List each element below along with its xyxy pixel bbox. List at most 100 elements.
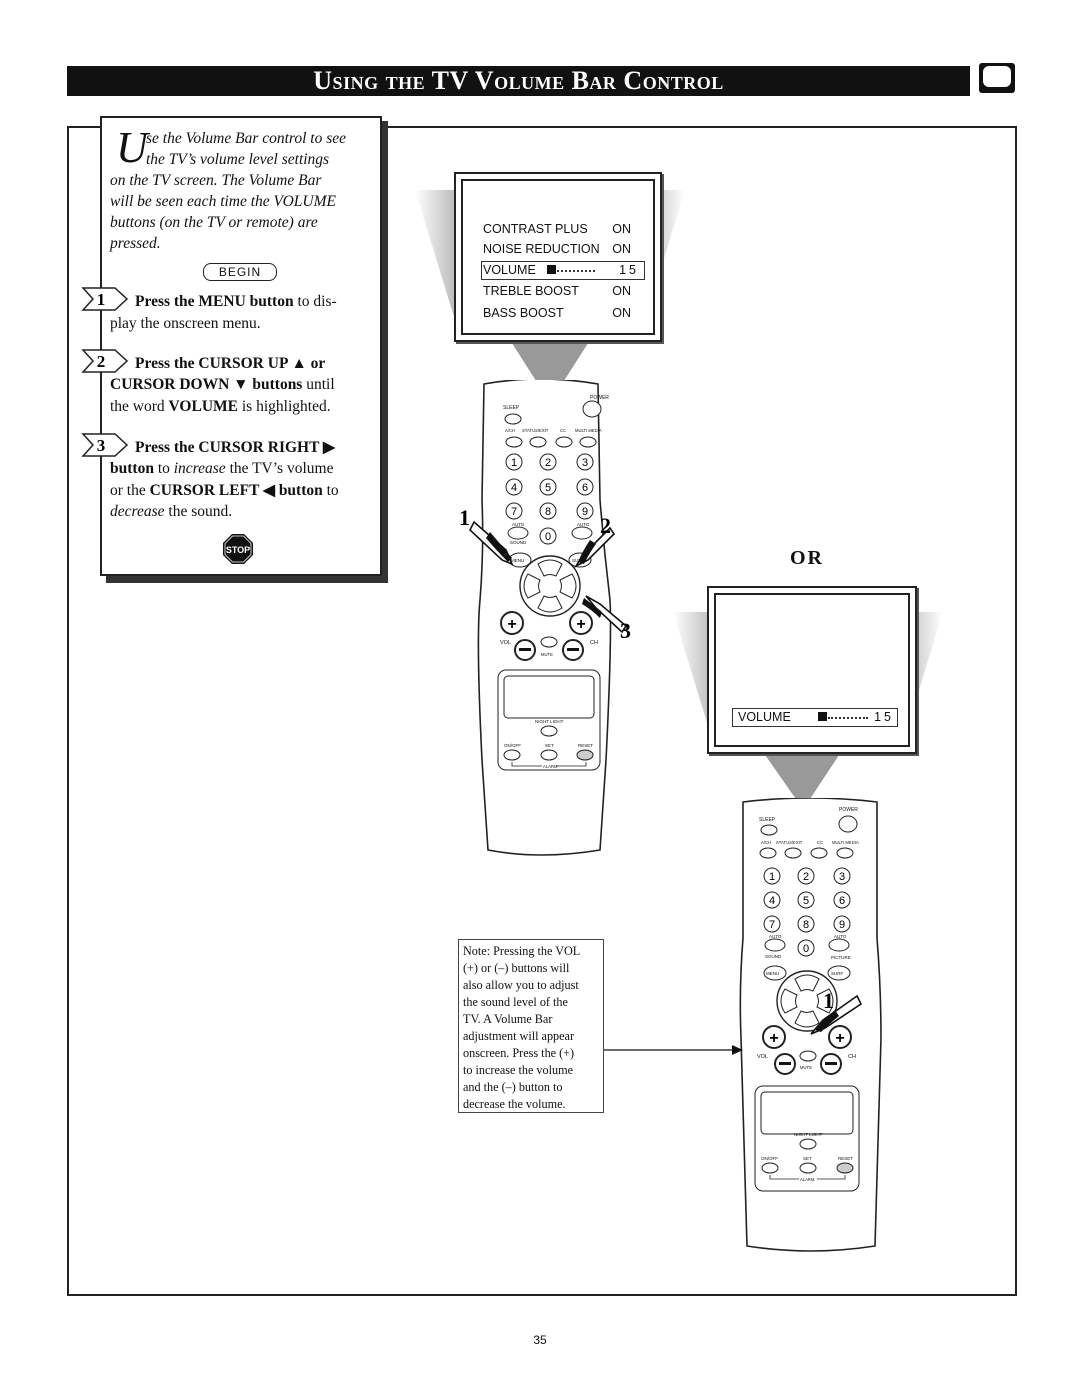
svg-text:VOL: VOL xyxy=(757,1054,768,1060)
svg-text:3: 3 xyxy=(582,457,588,469)
svg-text:MENU: MENU xyxy=(511,558,524,563)
ch-plus-button xyxy=(569,611,593,635)
svg-text:7: 7 xyxy=(511,506,517,518)
svg-text:9: 9 xyxy=(839,919,845,931)
svg-text:SURF: SURF xyxy=(572,558,585,563)
volume-bar-row: VOLUME 15 xyxy=(716,708,908,727)
svg-text:CC: CC xyxy=(817,840,823,845)
step-3-badge: 3 xyxy=(81,433,129,457)
step-3-line-3: or the CURSOR LEFT ◀ button to xyxy=(110,482,339,499)
svg-text:8: 8 xyxy=(545,506,551,518)
intro-line-3: on the TV screen. The Volume Bar xyxy=(110,172,322,189)
svg-text:9: 9 xyxy=(582,506,588,518)
note-line-9: and the (–) button to xyxy=(463,1080,563,1094)
instruction-box: U se the Volume Bar control to see the T… xyxy=(100,116,382,576)
svg-text:4: 4 xyxy=(511,482,517,494)
page-title: Using the TV Volume Bar Control xyxy=(313,66,724,95)
svg-text:SLEEP: SLEEP xyxy=(503,405,520,411)
begin-label: BEGIN xyxy=(203,263,277,281)
svg-text:2: 2 xyxy=(97,352,106,371)
step-3-line-1: Press the CURSOR RIGHT ▶ xyxy=(135,439,335,456)
note-line-3: also allow you to adjust xyxy=(463,978,579,992)
svg-text:STATUS/EXIT: STATUS/EXIT xyxy=(776,840,803,845)
intro-line-1: se the Volume Bar control to see xyxy=(146,130,347,147)
svg-text:RESET: RESET xyxy=(838,1156,853,1161)
svg-text:SET: SET xyxy=(803,1156,812,1161)
svg-text:AUTO: AUTO xyxy=(834,934,847,939)
power-button xyxy=(582,400,602,418)
svg-text:MULTI MEDIA: MULTI MEDIA xyxy=(832,840,859,845)
page-number: 35 xyxy=(533,1333,547,1347)
note-line-4: the sound level of the xyxy=(463,995,568,1009)
svg-text:2: 2 xyxy=(545,457,551,469)
cursor-left-icon: ◀ xyxy=(263,482,275,499)
svg-text:5: 5 xyxy=(803,895,809,907)
step-1-text: Press the MENU button to dis- xyxy=(135,293,337,310)
vol-plus-button xyxy=(500,611,524,635)
callout-1: 1 xyxy=(459,505,470,530)
note-line-5: TV. A Volume Bar xyxy=(463,1012,553,1026)
svg-text:AUTO: AUTO xyxy=(769,934,782,939)
sleep-button xyxy=(504,413,522,425)
content-frame xyxy=(67,126,1017,1296)
svg-text:SLEEP: SLEEP xyxy=(759,817,776,823)
hand-pointer-icon xyxy=(486,532,602,618)
svg-text:3: 3 xyxy=(839,871,845,883)
svg-text:MENU: MENU xyxy=(766,971,779,976)
volume-level-block xyxy=(547,265,556,274)
tv-screen-volume: VOLUME 15 xyxy=(707,586,917,754)
svg-text:1: 1 xyxy=(511,457,517,469)
note-box: Note: Pressing the VOL (+) or (–) button… xyxy=(458,939,604,1113)
note-line-10: decrease the volume. xyxy=(463,1097,566,1111)
remote-control-1: POWER SLEEP A/CH STATUS/EXIT CC MULTI ME… xyxy=(477,380,612,856)
svg-text:+: + xyxy=(507,616,516,633)
callout-2: 2 xyxy=(600,513,611,538)
svg-text:8: 8 xyxy=(803,919,809,931)
svg-text:A/CH: A/CH xyxy=(505,428,515,433)
svg-text:3: 3 xyxy=(97,436,106,455)
intro-line-6: pressed. xyxy=(110,235,161,252)
menu-row-volume: VOLUME 15 xyxy=(463,261,653,280)
svg-text:6: 6 xyxy=(839,895,845,907)
step-3-line-2: button to increase the TV’s volume xyxy=(110,460,334,477)
note-line-1: Note: Pressing the VOL xyxy=(463,944,581,958)
page-title-bar: Using the TV Volume Bar Control xyxy=(67,66,970,96)
callout-1b: 1 xyxy=(823,988,834,1013)
volume-level-block-2 xyxy=(818,712,827,721)
intro-dropcap: U xyxy=(116,123,148,172)
svg-text:STOP: STOP xyxy=(226,545,250,555)
or-label: OR xyxy=(790,547,824,569)
svg-text:AUTO: AUTO xyxy=(577,522,590,527)
note-line-2: (+) or (–) buttons will xyxy=(463,961,570,975)
svg-text:SOUND: SOUND xyxy=(765,954,782,959)
hand-pointer-group: 1 2 3 xyxy=(459,505,631,643)
tv-icon xyxy=(979,63,1015,93)
svg-text:CH: CH xyxy=(848,1054,856,1060)
note-arrow xyxy=(604,1045,743,1055)
svg-text:0: 0 xyxy=(545,531,551,543)
note-line-7: onscreen. Press the (+) xyxy=(463,1046,575,1060)
svg-text:SET: SET xyxy=(545,743,554,748)
svg-text:A/CH: A/CH xyxy=(761,840,771,845)
tv-screen-volume-inner: VOLUME 15 xyxy=(714,593,910,747)
svg-text:ON/OFF: ON/OFF xyxy=(504,743,521,748)
svg-text:+: + xyxy=(769,1030,778,1047)
cursor-pad xyxy=(519,555,581,617)
step-1-badge: 1 xyxy=(81,287,129,311)
svg-text:5: 5 xyxy=(545,482,551,494)
svg-text:1: 1 xyxy=(97,290,106,309)
svg-text:ALARM: ALARM xyxy=(543,764,558,769)
svg-text:6: 6 xyxy=(582,482,588,494)
svg-text:2: 2 xyxy=(803,871,809,883)
step-2-line-3: the word VOLUME is highlighted. xyxy=(110,398,331,415)
svg-text:+: + xyxy=(835,1030,844,1047)
mute-button xyxy=(540,636,558,648)
svg-text:0: 0 xyxy=(803,943,809,955)
step-2-line-2: CURSOR DOWN ▼ buttons until xyxy=(110,376,335,393)
note-line-8: to increase the volume xyxy=(463,1063,573,1077)
svg-text:AUTO: AUTO xyxy=(512,522,525,527)
